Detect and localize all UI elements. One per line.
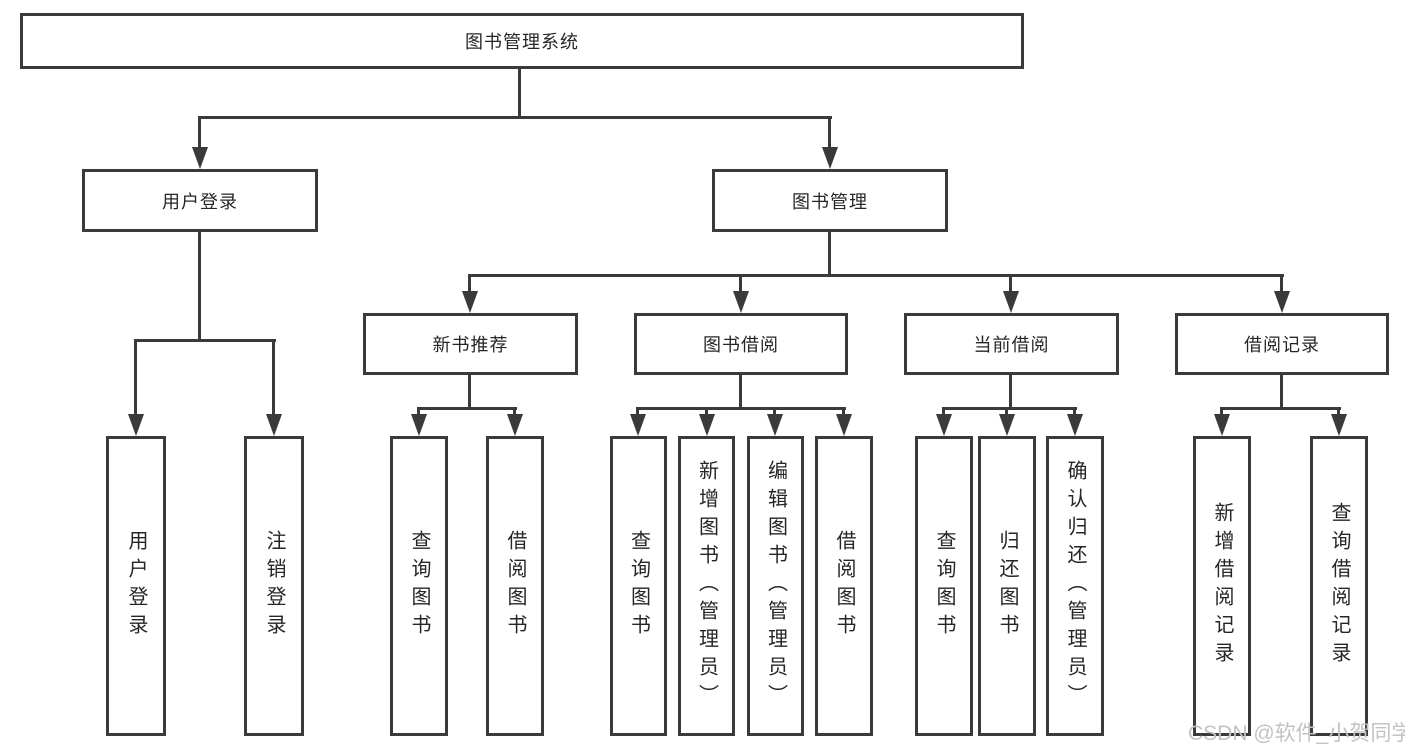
connector-line [636, 407, 639, 417]
connector-arrowhead [1003, 291, 1019, 313]
node-book-management: 图书管理 [712, 169, 948, 232]
connector-line [1280, 375, 1283, 410]
leaf-borrow-borrow-book-label: 借阅图书 [833, 530, 855, 642]
connector-line [1073, 407, 1076, 417]
connector-line [739, 274, 742, 294]
connector-line [1009, 375, 1012, 410]
leaf-recommend-query-book: 查询图书 [390, 436, 448, 736]
leaf-borrow-query-book-label: 查询图书 [627, 530, 650, 642]
leaf-current-confirm-return-label: 确认归还（管理员） [1064, 460, 1086, 712]
connector-line [468, 274, 471, 294]
connector-arrowhead [822, 147, 838, 169]
connector-line [705, 407, 708, 417]
leaf-records-query-record-label: 查询借阅记录 [1328, 502, 1350, 670]
connector-line [513, 407, 516, 417]
connector-line [773, 407, 776, 417]
connector-arrowhead [128, 414, 144, 436]
connector-arrowhead [699, 414, 715, 436]
connector-arrowhead [999, 414, 1015, 436]
connector-arrowhead [507, 414, 523, 436]
connector-arrowhead [1214, 414, 1230, 436]
connector-arrowhead [411, 414, 427, 436]
node-book-borrow: 图书借阅 [634, 313, 848, 375]
connector-line [1337, 407, 1340, 417]
leaf-recommend-borrow-book-label: 借阅图书 [504, 530, 526, 642]
node-root-label: 图书管理系统 [465, 32, 579, 52]
leaf-borrow-add-book-label: 新增图书（管理员） [695, 460, 718, 712]
leaf-borrow-query-book: 查询图书 [610, 436, 667, 736]
leaf-logout: 注销登录 [244, 436, 304, 736]
connector-arrowhead [1274, 291, 1290, 313]
connector-line [468, 375, 471, 410]
node-user-login: 用户登录 [82, 169, 318, 232]
connector-line [134, 339, 276, 342]
connector-line [468, 274, 1284, 277]
node-new-book-recommend: 新书推荐 [363, 313, 578, 375]
node-borrow-records: 借阅记录 [1175, 313, 1389, 375]
connector-arrowhead [1331, 414, 1347, 436]
leaf-borrow-edit-book-label: 编辑图书（管理员） [764, 460, 787, 712]
connector-arrowhead [630, 414, 646, 436]
leaf-current-query-book: 查询图书 [915, 436, 973, 736]
connector-arrowhead [192, 147, 208, 169]
connector-line [198, 116, 201, 149]
connector-line [1280, 274, 1283, 294]
connector-line [1009, 274, 1012, 294]
connector-arrowhead [266, 414, 282, 436]
leaf-user-login: 用户登录 [106, 436, 166, 736]
connector-line [828, 116, 831, 149]
node-root: 图书管理系统 [20, 13, 1024, 69]
connector-line [636, 407, 846, 410]
connector-arrowhead [767, 414, 783, 436]
connector-arrowhead [836, 414, 852, 436]
connector-arrowhead [733, 291, 749, 313]
connector-line [518, 69, 521, 119]
connector-line [417, 407, 517, 410]
connector-line [198, 232, 201, 342]
leaf-current-confirm-return: 确认归还（管理员） [1046, 436, 1104, 736]
leaf-current-return-book-label: 归还图书 [996, 530, 1018, 642]
node-new-book-recommend-label: 新书推荐 [432, 335, 509, 355]
connector-line [272, 339, 275, 415]
connector-line [942, 407, 945, 417]
node-current-borrow-label: 当前借阅 [973, 335, 1050, 355]
leaf-records-query-record: 查询借阅记录 [1310, 436, 1368, 736]
node-user-login-label: 用户登录 [162, 191, 238, 212]
csdn-watermark: CSDN @软件_小贺同学 [1188, 722, 1405, 745]
connector-line [1005, 407, 1008, 417]
node-book-management-label: 图书管理 [792, 191, 868, 212]
node-borrow-records-label: 借阅记录 [1244, 335, 1320, 355]
connector-line [1220, 407, 1341, 410]
leaf-recommend-borrow-book: 借阅图书 [486, 436, 544, 736]
node-book-borrow-label: 图书借阅 [703, 335, 779, 355]
connector-line [1220, 407, 1223, 417]
leaf-borrow-edit-book: 编辑图书（管理员） [747, 436, 804, 736]
connector-arrowhead [936, 414, 952, 436]
connector-arrowhead [462, 291, 478, 313]
connector-line [842, 407, 845, 417]
leaf-borrow-borrow-book: 借阅图书 [815, 436, 873, 736]
leaf-logout-label: 注销登录 [263, 530, 285, 642]
leaf-current-return-book: 归还图书 [978, 436, 1036, 736]
leaf-records-add-record: 新增借阅记录 [1193, 436, 1251, 736]
connector-arrowhead [1067, 414, 1083, 436]
connector-line [134, 339, 137, 415]
leaf-user-login-label: 用户登录 [125, 530, 147, 642]
connector-line [942, 407, 1077, 410]
node-current-borrow: 当前借阅 [904, 313, 1119, 375]
connector-line [739, 375, 742, 410]
leaf-recommend-query-book-label: 查询图书 [408, 530, 430, 642]
leaf-borrow-add-book: 新增图书（管理员） [678, 436, 735, 736]
leaf-current-query-book-label: 查询图书 [933, 530, 955, 642]
connector-line [198, 116, 832, 119]
connector-line [828, 232, 831, 277]
connector-line [417, 407, 420, 417]
leaf-records-add-record-label: 新增借阅记录 [1211, 502, 1233, 670]
